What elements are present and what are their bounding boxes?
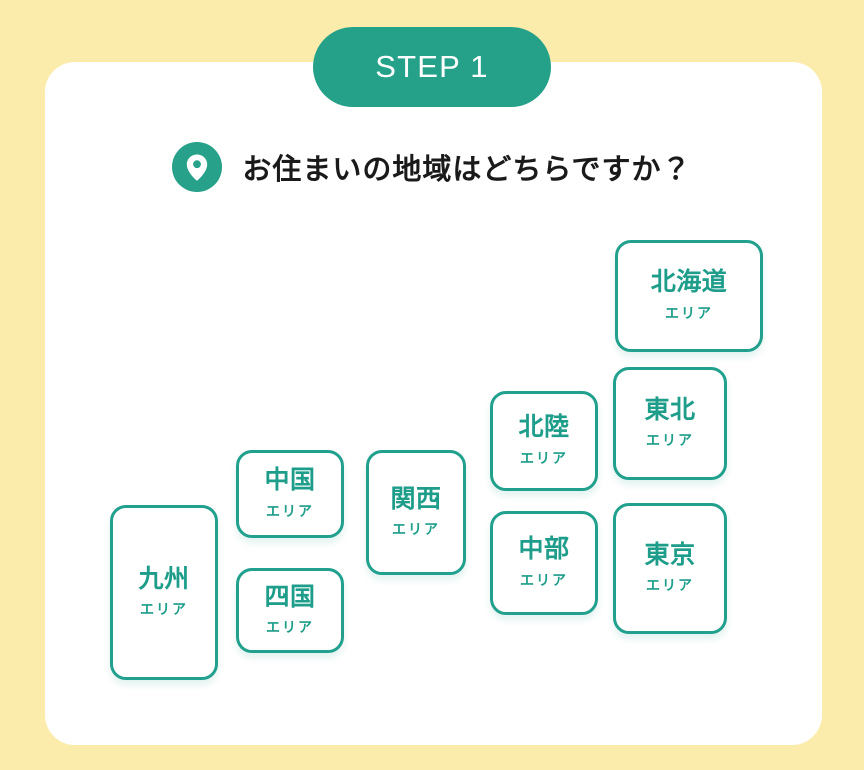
question-heading: お住まいの地域はどちらですか？: [0, 142, 864, 192]
region-card-chugoku[interactable]: 中国エリア: [236, 450, 344, 538]
region-card-shikoku[interactable]: 四国エリア: [236, 568, 344, 653]
region-sublabel: エリア: [266, 502, 314, 519]
region-sublabel: エリア: [520, 571, 568, 588]
step-badge-label: STEP 1: [375, 49, 489, 84]
region-card-hokkaido[interactable]: 北海道エリア: [615, 240, 763, 352]
question-text: お住まいの地域はどちらですか？: [242, 154, 692, 186]
region-sublabel: エリア: [392, 521, 440, 538]
region-name: 中部: [518, 535, 570, 564]
region-name: 東京: [644, 540, 696, 569]
region-name: 中国: [264, 466, 316, 495]
region-sublabel: エリア: [140, 601, 188, 618]
step-badge: STEP 1: [313, 27, 551, 107]
map-pin-icon: [172, 142, 223, 192]
region-card-kyushu[interactable]: 九州エリア: [110, 505, 218, 680]
region-name: 九州: [138, 564, 190, 593]
region-card-hokuriku[interactable]: 北陸エリア: [490, 391, 598, 491]
region-sublabel: エリア: [266, 619, 314, 636]
region-card-kansai[interactable]: 関西エリア: [366, 450, 466, 575]
region-name: 東北: [644, 395, 696, 424]
region-card-chubu[interactable]: 中部エリア: [490, 511, 598, 615]
region-sublabel: エリア: [520, 449, 568, 466]
region-name: 北陸: [518, 413, 570, 442]
region-sublabel: エリア: [646, 577, 694, 594]
region-name: 北海道: [650, 268, 728, 297]
region-card-tokyo[interactable]: 東京エリア: [613, 503, 727, 634]
region-name: 関西: [390, 484, 442, 513]
region-sublabel: エリア: [665, 304, 713, 321]
region-sublabel: エリア: [646, 432, 694, 449]
region-card-tohoku[interactable]: 東北エリア: [613, 367, 727, 480]
region-name: 四国: [264, 582, 316, 611]
